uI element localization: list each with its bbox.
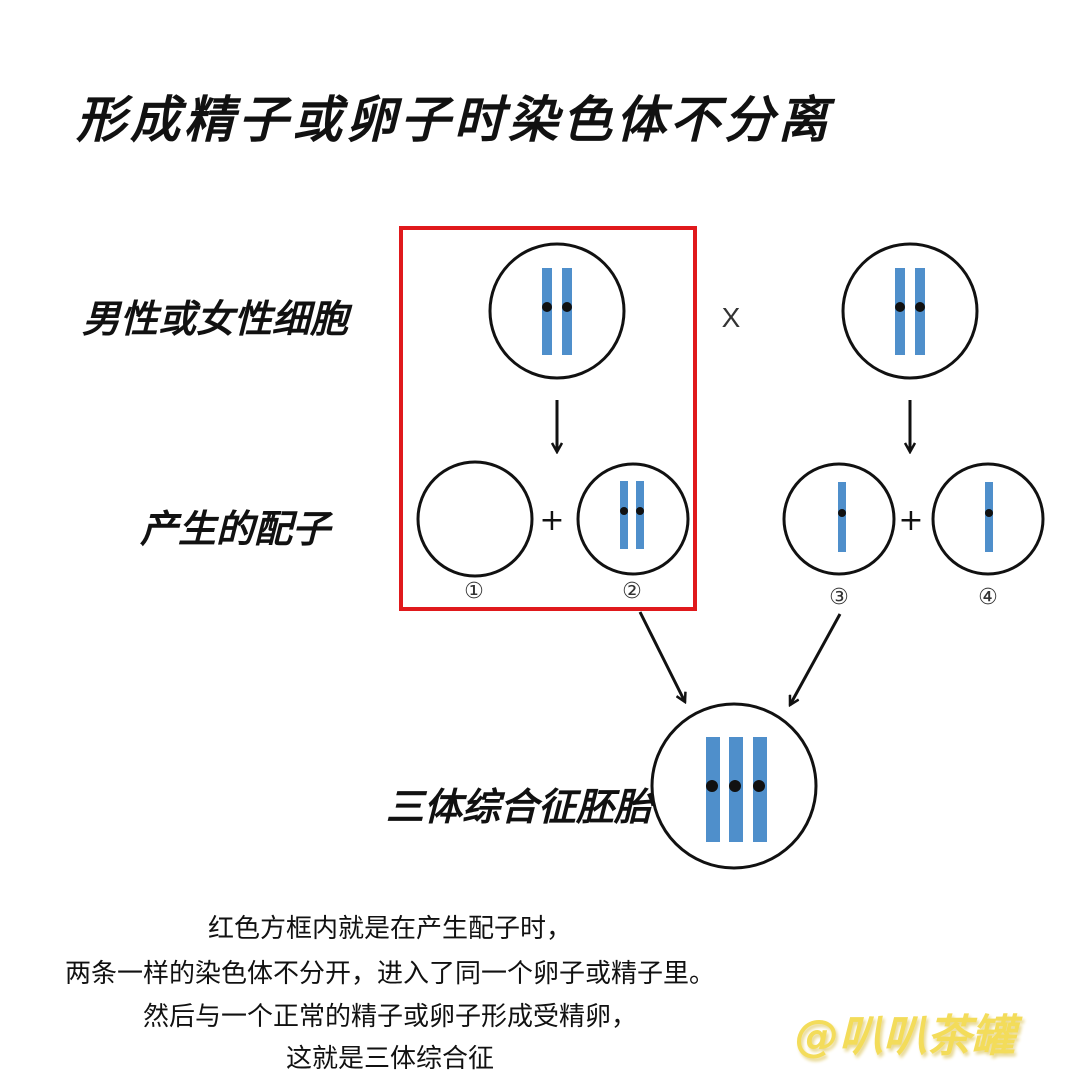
centromere	[620, 507, 628, 515]
centromere	[729, 780, 741, 792]
trisomy-embryo	[650, 702, 818, 870]
gamete-number-3: ③	[829, 585, 849, 610]
gamete-1	[416, 460, 534, 578]
centromere	[753, 780, 765, 792]
cross-symbol: X	[722, 302, 741, 333]
centromere	[985, 509, 993, 517]
arrow-icon	[638, 611, 685, 702]
gamete-number-4: ④	[978, 585, 998, 610]
gamete-number-2: ②	[622, 579, 642, 604]
gamete-number-1: ①	[464, 579, 484, 604]
centromere	[562, 302, 572, 312]
centromere	[895, 302, 905, 312]
highlight-box	[399, 226, 697, 611]
centromere	[915, 302, 925, 312]
centromere	[838, 509, 846, 517]
caption-line: 这就是三体综合征	[285, 1044, 494, 1074]
gamete-3	[782, 462, 896, 576]
centromere	[706, 780, 718, 792]
label-embryo: 三体综合征胚胎	[386, 785, 653, 829]
label-parent-cell: 男性或女性细胞	[82, 297, 349, 341]
page-title: 形成精子或卵子时染色体不分离	[76, 91, 832, 149]
parent-cell-right	[841, 242, 979, 380]
plus-symbol: +	[539, 503, 564, 538]
parent-cell-left	[488, 242, 626, 380]
centromere	[542, 302, 552, 312]
caption-line: 然后与一个正常的精子或卵子形成受精卵，	[142, 1002, 637, 1032]
caption-line: 两条一样的染色体不分开，进入了同一个卵子或精子里。	[64, 959, 715, 989]
arrow-icon	[788, 613, 842, 705]
caption-line: 红色方框内就是在产生配子时，	[207, 914, 572, 944]
centromere	[636, 507, 644, 515]
gamete-2	[576, 462, 690, 576]
watermark: @叭叭茶罐	[795, 1011, 1015, 1062]
gamete-4	[931, 462, 1045, 576]
label-gametes: 产生的配子	[140, 507, 331, 551]
plus-symbol: +	[898, 503, 923, 538]
